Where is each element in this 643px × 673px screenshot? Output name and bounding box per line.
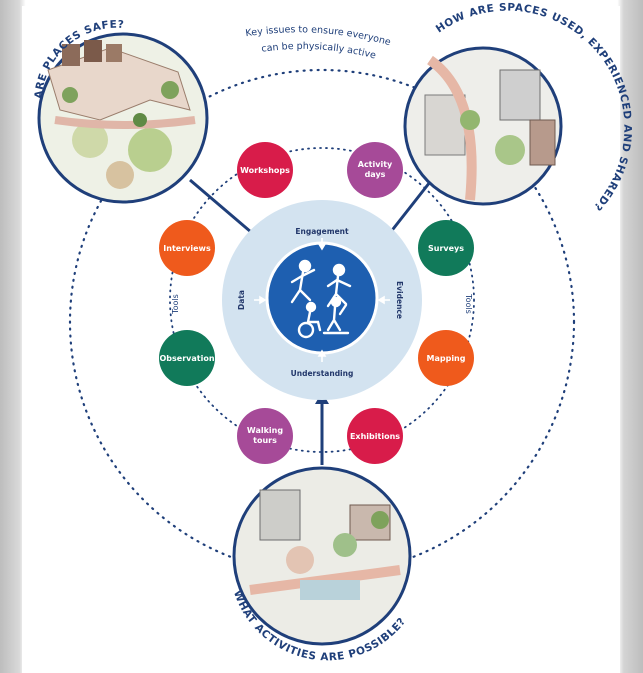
hub-label-engagement: Engagement <box>295 227 349 236</box>
tool-label-activity-days-line: Activity <box>358 160 393 169</box>
spaces-illustration <box>403 46 563 206</box>
tool-label-mapping: Mapping <box>427 354 466 363</box>
tool-bubble-workshops <box>237 142 293 198</box>
safe-places-illustration <box>37 32 209 204</box>
hub-core <box>265 241 379 355</box>
tool-bubble-walking-tours <box>237 408 293 464</box>
hub-label-data: Data <box>237 290 246 310</box>
tool-bubble-exhibitions <box>347 408 403 464</box>
tools-label-right: Tools <box>464 293 473 314</box>
tool-mapping: Mapping <box>418 330 474 386</box>
tool-label-surveys: Surveys <box>428 244 464 253</box>
tool-label-workshops: Workshops <box>240 166 290 175</box>
tool-label-activity-days-line: days <box>365 170 386 179</box>
hub-label-evidence: Evidence <box>395 281 404 319</box>
tool-bubble-mapping <box>418 330 474 386</box>
tool-label-walking-tours-line: Walking <box>247 426 283 435</box>
tools-label-left: Tools <box>171 294 180 315</box>
heading-note-line-2: can be physically active <box>261 41 377 62</box>
outer-dotted-ring <box>68 68 576 576</box>
tool-bubble-interviews <box>159 220 215 276</box>
tool-label-interviews: Interviews <box>163 244 211 253</box>
hub-label-understanding: Understanding <box>291 369 354 378</box>
hub-mini-arrows <box>254 238 390 362</box>
tool-observation: Observation <box>159 330 215 386</box>
tool-exhibitions: Exhibitions <box>347 408 403 464</box>
tool-bubble-surveys <box>418 220 474 276</box>
activities-illustration <box>232 466 412 646</box>
tool-bubble-observation <box>159 330 215 386</box>
tools-dotted-ring <box>169 147 475 453</box>
tool-surveys: Surveys <box>418 220 474 276</box>
tool-bubble-activity-days <box>347 142 403 198</box>
tool-label-walking-tours-line: tours <box>253 436 277 445</box>
active-people-icon <box>290 259 352 339</box>
tool-label-exhibitions: Exhibitions <box>350 432 400 441</box>
tool-label-observation: Observation <box>159 354 214 363</box>
tool-interviews: Interviews <box>159 220 215 276</box>
arrow-activities-to-hub <box>315 392 329 465</box>
tool-workshops: Workshops <box>237 142 293 198</box>
